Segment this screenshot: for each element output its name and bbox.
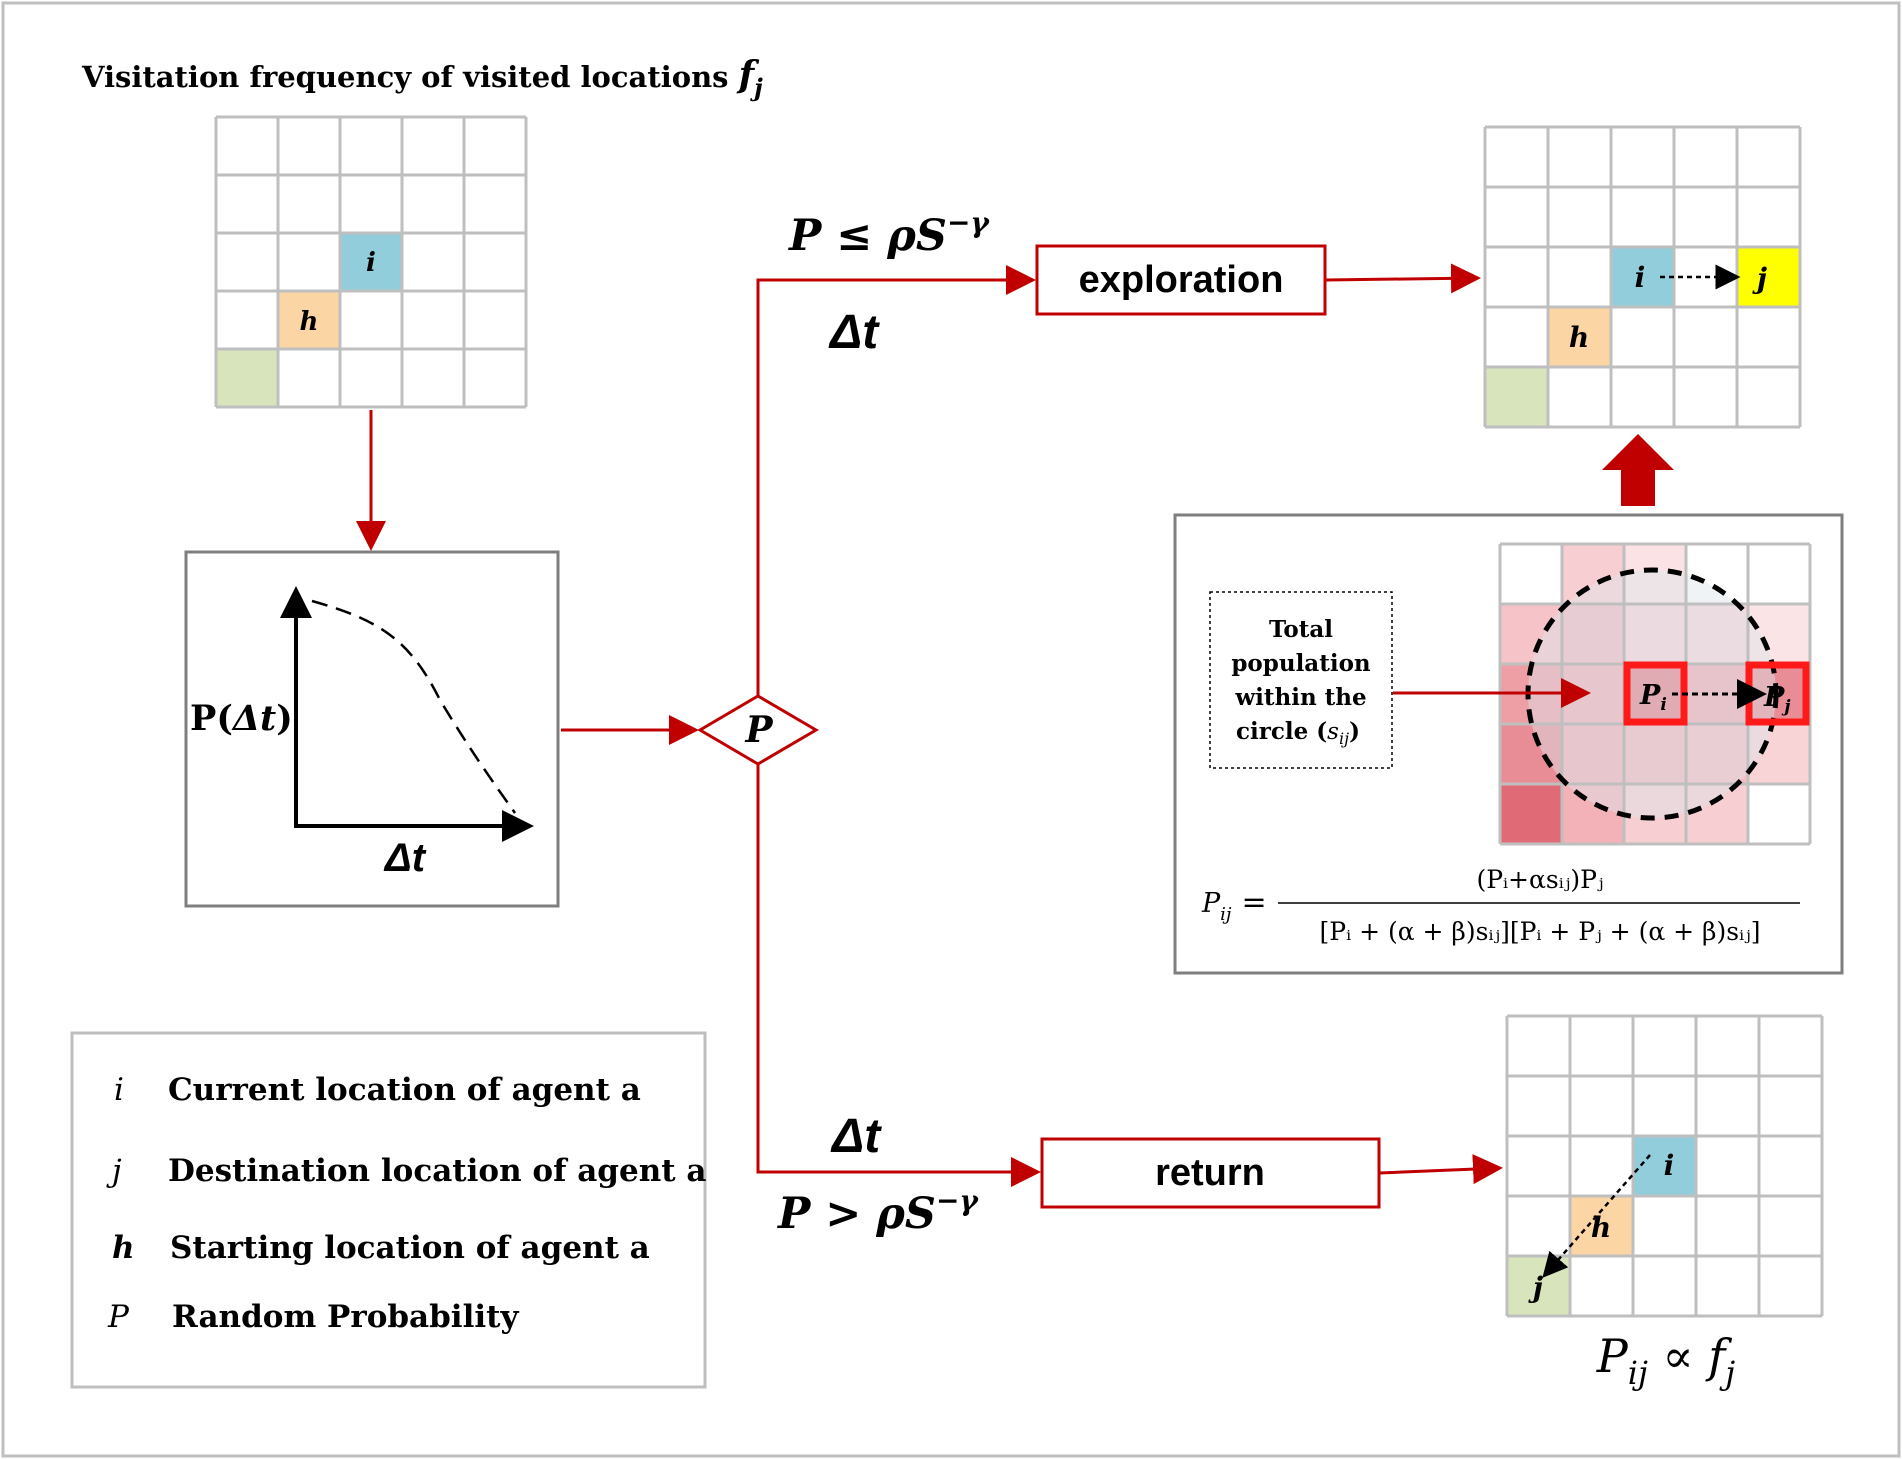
top-grid-label-i: i [366, 248, 376, 278]
population-note-box [1209, 591, 1393, 769]
decay-chart-box [184, 550, 560, 908]
top-grid: i h [214, 115, 528, 409]
legend-text-P: Random Probability [172, 1299, 519, 1335]
exp-label-i: i [1635, 261, 1646, 294]
top-grid-title: Visitation frequency of visited location… [81, 54, 763, 102]
cell-start-h [278, 291, 340, 349]
exp-cell-h [1548, 307, 1611, 367]
svg-text:Total: Total [1269, 616, 1333, 643]
label-Pj: Pj [1763, 682, 1791, 717]
ret-label-i: i [1664, 1149, 1675, 1182]
return-relation: Pij ∝ fj [1596, 1329, 1736, 1392]
arrow-return-to-grid [1379, 1154, 1503, 1185]
arrow-to-return [756, 764, 1041, 1187]
legend-box [70, 1031, 707, 1389]
return-condition: P > ρS−γ [776, 1184, 979, 1239]
arrow-to-exploration [756, 265, 1036, 696]
return-box [1040, 1137, 1381, 1209]
exploration-time-label: Δt [828, 306, 880, 359]
legend-symbol-h: h [112, 1230, 135, 1266]
legend-text-i: Current location of agent a [168, 1072, 641, 1108]
decision-label: P [744, 709, 773, 751]
label-Pi: Pi [1639, 680, 1667, 715]
cell-green [216, 349, 278, 407]
ret-cell-i [1633, 1136, 1696, 1196]
exploration-condition: P ≤ ρS−γ [787, 206, 990, 261]
legend-text-j: Destination location of agent a [168, 1153, 706, 1189]
exp-cell-j [1737, 247, 1800, 307]
exp-label-h: h [1569, 321, 1589, 354]
up-arrow-icon [1602, 434, 1674, 506]
decay-x-label: Δt [383, 836, 427, 880]
return-grid: i h j [1505, 1014, 1824, 1318]
ret-cell-h [1570, 1196, 1633, 1256]
cell-current-i [340, 233, 402, 291]
legend-items: i Current location of agent a j Destinat… [106, 1072, 706, 1335]
legend-symbol-i: i [114, 1072, 124, 1108]
gravity-formula: Pij= (Pᵢ+αsᵢⱼ)Pⱼ [Pᵢ + (α + β)sᵢⱼ][Pᵢ + … [1201, 865, 1800, 946]
decay-y-label: P(Δt) [190, 698, 293, 739]
exploration-grid: i j h [1483, 125, 1802, 429]
svg-text:population: population [1231, 650, 1371, 677]
legend-text-h: Starting location of agent a [170, 1230, 650, 1266]
top-grid-label-h: h [300, 307, 319, 337]
svg-text:Pij=: Pij= [1201, 885, 1267, 925]
svg-text:circle (sij): circle (sij) [1236, 718, 1360, 748]
exploration-box-label: exploration [1079, 259, 1284, 301]
return-box-label: return [1155, 1152, 1265, 1194]
population-note-text: Total population within the circle (sij) [1231, 616, 1371, 748]
return-time-label: Δt [830, 1110, 882, 1163]
svg-text:within the: within the [1234, 684, 1366, 711]
arrow-exploration-to-grid [1325, 263, 1481, 294]
decision-diamond [697, 694, 819, 766]
svg-text:(Pᵢ+αsᵢⱼ)Pⱼ: (Pᵢ+αsᵢⱼ)Pⱼ [1476, 865, 1603, 894]
exp-cell-green [1485, 367, 1548, 427]
svg-text:[Pᵢ + (α + β)sᵢⱼ][Pᵢ + Pⱼ + (α: [Pᵢ + (α + β)sᵢⱼ][Pᵢ + Pⱼ + (α + β)sᵢⱼ] [1320, 917, 1761, 946]
legend-symbol-P: P [107, 1299, 130, 1335]
decay-curve [311, 599, 517, 814]
exploration-box [1035, 244, 1327, 316]
ret-label-h: h [1591, 1211, 1611, 1244]
